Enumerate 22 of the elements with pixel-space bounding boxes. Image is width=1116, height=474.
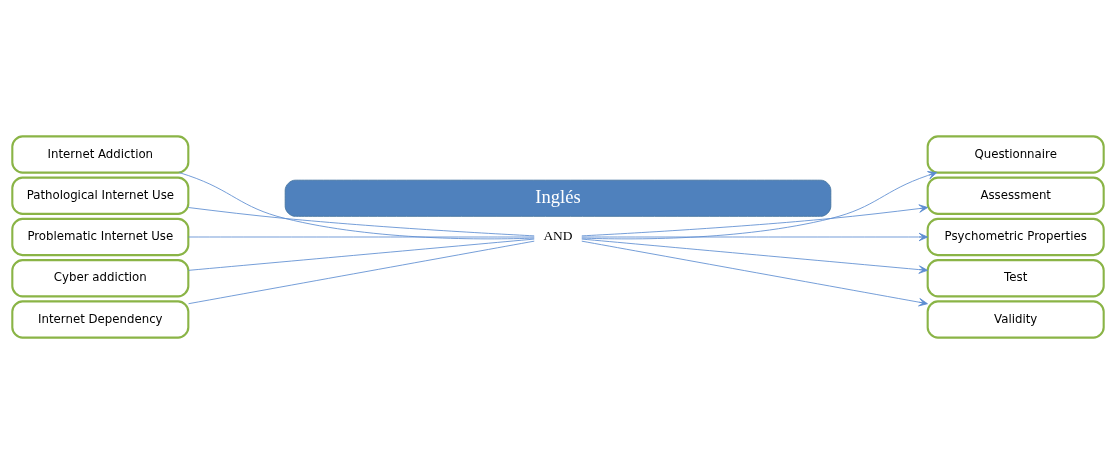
connector <box>188 240 535 305</box>
arrow <box>581 204 929 237</box>
node-text: AND <box>543 228 573 244</box>
connector <box>188 236 535 238</box>
arrow <box>581 240 928 307</box>
node-box: Problematic Internet Use <box>11 217 190 257</box>
node-box: Cyber addiction <box>11 259 190 298</box>
node-box: Validity <box>926 300 1105 339</box>
connector <box>178 172 535 240</box>
node-box: Internet Dependency <box>11 300 190 339</box>
node-box: Pathological Internet Use <box>11 176 190 215</box>
connector <box>187 207 535 237</box>
arrow <box>581 171 938 240</box>
node-box: Questionnaire <box>926 135 1105 174</box>
connector <box>188 238 535 271</box>
node-box: Psychometric Properties <box>926 217 1105 257</box>
node-box: Assessment <box>926 176 1105 215</box>
node-box: Internet Addiction <box>11 135 190 174</box>
node-box: Inglés <box>284 179 832 217</box>
arrow <box>581 238 928 274</box>
node-box: Test <box>926 259 1105 298</box>
arrow <box>581 232 928 242</box>
